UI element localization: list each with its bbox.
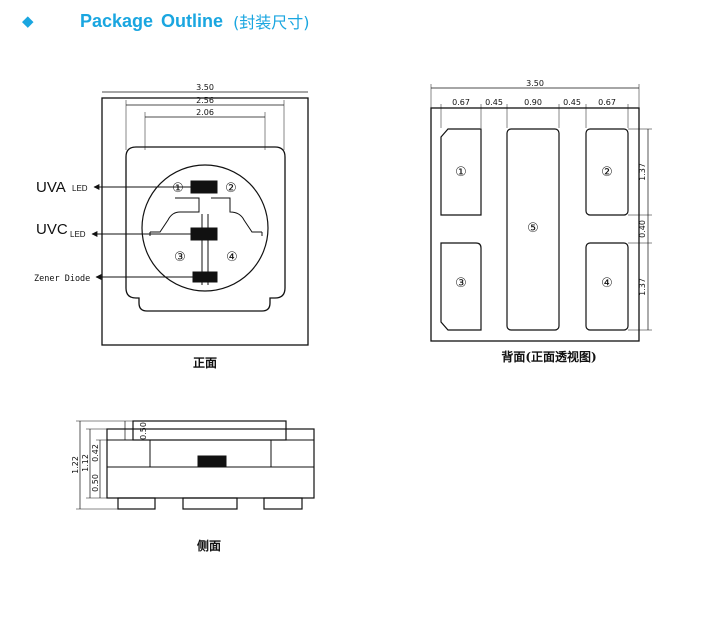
front-dim-outer: 3.50 [196,83,214,92]
back-dim-total: 3.50 [526,79,544,88]
back-pad-1: ① [455,165,467,180]
back-caption: 背面(正面透视图) [501,349,596,364]
side-dim-cap: 0.50 [139,422,148,440]
front-dim-inner: 2.06 [196,108,214,117]
side-foot-middle [182,497,238,510]
side-foot-right [263,497,303,510]
back-pad-3: ③ [455,276,467,291]
front-lens [141,164,269,292]
section-title: Package Outline [80,10,224,31]
back-pad-3-shape [440,242,482,331]
back-pad-4-shape [585,242,629,331]
uvc-label: UVC [36,221,68,238]
back-view [430,84,652,342]
side-dim-body: 1.12 [81,454,90,472]
front-pad-2: ② [225,181,237,196]
back-dim-w4: 0.45 [563,98,581,107]
front-pad-1: ① [172,181,184,196]
side-view-text: 1.22 1.12 0.42 0.50 0.50 侧面 [71,422,221,553]
back-pad-2-shape [585,128,629,216]
back-dim-w3: 0.90 [524,98,542,107]
side-dim-base: 0.50 [91,474,100,492]
back-pad-2: ② [601,165,613,180]
side-view [76,420,315,510]
front-caption: 正面 [193,356,217,370]
back-view-text: 3.50 0.67 0.45 0.90 0.45 0.67 1.37 0.40 … [452,79,647,364]
uvc-led-sub: LED [70,230,86,239]
section-subtitle: (封装尺寸) [233,13,310,32]
zener-label: Zener Diode [34,274,90,284]
front-pad-4: ④ [226,250,238,265]
back-dim-w5: 0.67 [598,98,616,107]
back-pad-5: ⑤ [527,221,539,236]
back-dim-h2: 0.40 [638,220,647,238]
section-header: ◆ Package Outline (封装尺寸) [22,9,310,33]
side-dim-total: 1.22 [71,456,80,474]
zener-chip [192,271,218,283]
back-dim-w2: 0.45 [485,98,503,107]
side-dim-top: 0.42 [91,444,100,462]
diamond-icon: ◆ [22,12,34,30]
uva-label: UVA [36,179,66,196]
back-dim-h1: 1.37 [638,163,647,181]
front-view-text: 3.50 2.56 2.06 ① ② ③ ④ UVA LED UVC LED Z… [34,83,238,370]
side-top-cap [132,420,287,441]
front-frame [125,146,286,312]
front-view [91,91,309,346]
uva-chip [190,180,218,194]
front-outer-body [101,97,309,346]
front-pad-3: ③ [174,250,186,265]
side-foot-left [117,497,156,510]
back-pad-5-shape [506,128,560,331]
front-dim-middle: 2.56 [196,96,214,105]
uvc-chip [190,227,218,241]
back-dim-w1: 0.67 [452,98,470,107]
side-chip [197,455,227,468]
back-pad-4: ④ [601,276,613,291]
side-caption: 侧面 [197,538,221,553]
back-pad-1-shape [440,128,482,216]
back-dim-h3: 1.37 [638,278,647,296]
uva-led-sub: LED [72,184,88,193]
